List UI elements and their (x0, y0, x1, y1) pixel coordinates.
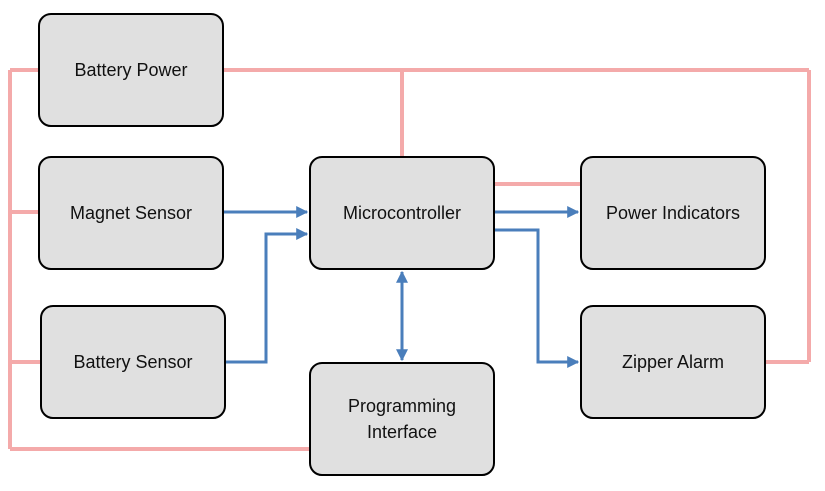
signal-lines (224, 206, 580, 368)
block-programming-interface: Programming Interface (309, 362, 495, 476)
block-battery-sensor: Battery Sensor (40, 305, 226, 419)
block-label-battery-sensor: Battery Sensor (73, 352, 193, 372)
block-label-programming-interface: Programming Interface (347, 396, 457, 442)
power-lines (8, 68, 811, 451)
block-label-power-indicators: Power Indicators (605, 203, 741, 223)
arrow-micro-to-zipper-alarm (495, 228, 580, 368)
block-microcontroller: Microcontroller (309, 156, 495, 270)
block-magnet-sensor: Magnet Sensor (38, 156, 224, 270)
block-zipper-alarm: Zipper Alarm (580, 305, 766, 419)
block-label-microcontroller: Microcontroller (342, 203, 462, 223)
block-battery-power: Battery Power (38, 13, 224, 127)
arrow-battery-sensor-to-micro (226, 228, 309, 364)
block-label-zipper-alarm: Zipper Alarm (621, 352, 725, 372)
block-power-indicators: Power Indicators (580, 156, 766, 270)
block-label-magnet-sensor: Magnet Sensor (69, 203, 193, 223)
block-label-battery-power: Battery Power (74, 60, 188, 80)
